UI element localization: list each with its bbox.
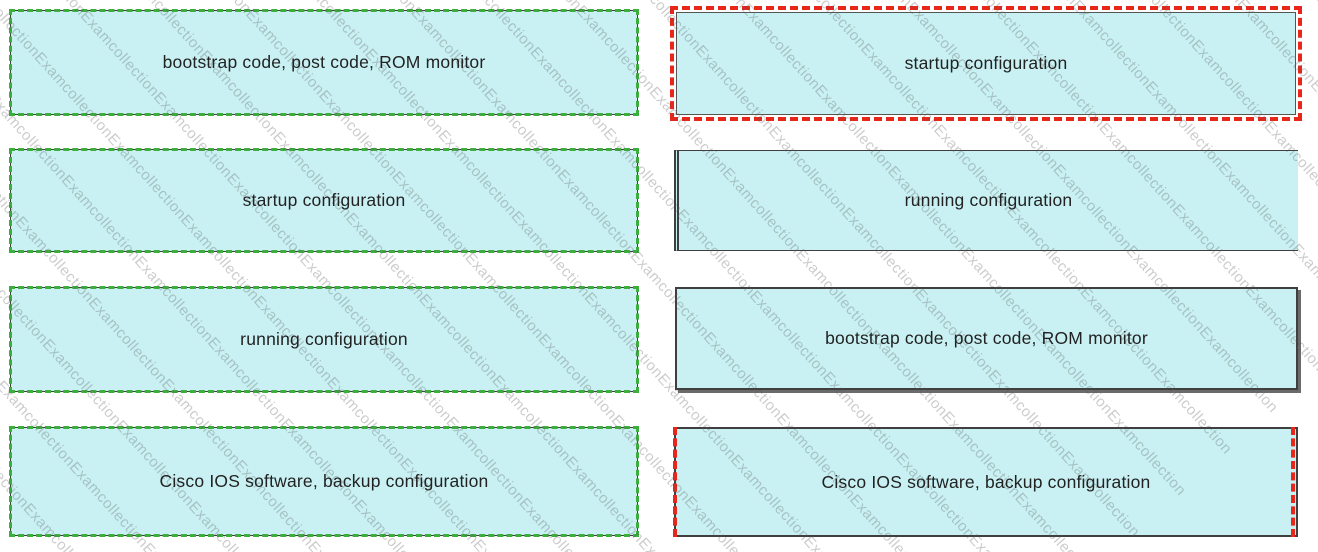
drag-item-label: startup configuration <box>242 190 406 210</box>
drag-item-label: Cisco IOS software, backup configuration <box>159 471 489 491</box>
drag-item-ios-left[interactable]: Cisco IOS software, backup configuration <box>9 426 639 537</box>
drag-item-startup-left[interactable]: startup configuration <box>9 148 639 253</box>
drag-item-bootstrap-left[interactable]: bootstrap code, post code, ROM monitor <box>9 9 639 116</box>
drop-target-startup-right[interactable]: startup configuration <box>670 6 1302 121</box>
drop-target-label: Cisco IOS software, backup configuration <box>821 471 1151 492</box>
drop-target-ios-right[interactable]: Cisco IOS software, backup configuration <box>673 427 1298 537</box>
drop-target-label: running configuration <box>904 190 1073 210</box>
drop-target-label: startup configuration <box>904 53 1068 73</box>
drag-item-running-left[interactable]: running configuration <box>9 286 639 393</box>
drag-item-label: running configuration <box>240 329 408 349</box>
drag-item-label: bootstrap code, post code, ROM monitor <box>162 52 486 72</box>
drop-target-label: bootstrap code, post code, ROM monitor <box>825 328 1148 348</box>
drop-target-running-right[interactable]: running configuration <box>674 150 1298 251</box>
drop-target-bootstrap-right[interactable]: bootstrap code, post code, ROM monitor <box>675 287 1298 390</box>
